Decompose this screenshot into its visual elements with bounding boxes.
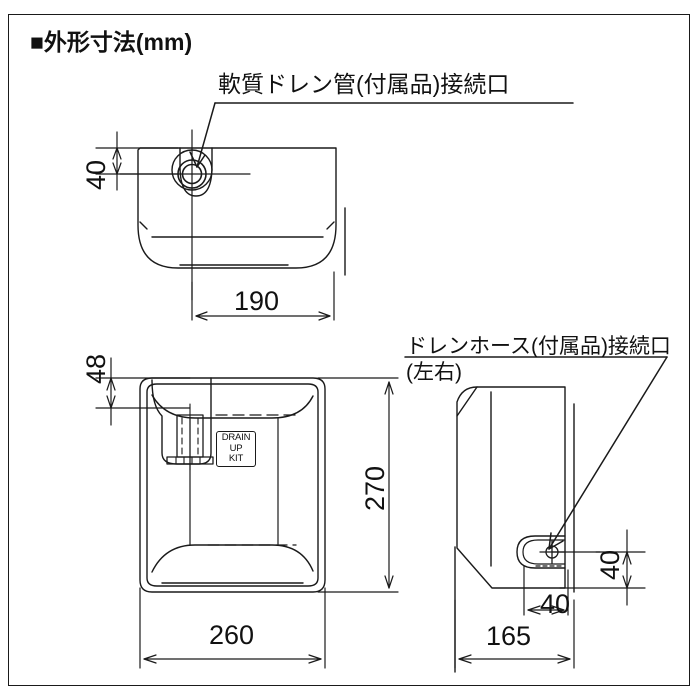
dim-40-side-v-line [559, 529, 646, 606]
dimension-value-40-top: 40 [81, 159, 111, 190]
front-view-drain-pipe [151, 377, 214, 471]
dim-260-line [139, 587, 326, 669]
drain-up-kit-line3: KIT [228, 453, 244, 465]
side-view-callout-label-line2: (左右) [406, 361, 462, 384]
top-callout-leader [189, 102, 574, 168]
dimension-value-260: 260 [209, 620, 255, 650]
top-view-callout-label: 軟質ドレン管(付属品)接続口 [218, 71, 510, 97]
dim-40-top-line [95, 131, 179, 191]
dimension-value-48: 48 [81, 353, 111, 384]
dim-48-line [95, 357, 191, 426]
drain-up-kit-line2: UP [229, 442, 243, 454]
front-view-outline [139, 377, 326, 593]
dimension-value-270: 270 [360, 465, 390, 511]
top-view-outline [137, 147, 346, 276]
side-view-port-boss [516, 535, 566, 569]
side-callout-leader [404, 356, 668, 550]
top-view-centerlines [119, 129, 251, 301]
dimension-value-165: 165 [486, 621, 532, 651]
drain-up-kit-label: DRAIN UP KIT [216, 431, 256, 467]
dimension-value-190: 190 [234, 286, 280, 316]
front-view-reference-lines [189, 417, 279, 546]
page-title: ■外形寸法(mm) [30, 29, 193, 55]
dim-190-line [191, 271, 335, 321]
dim-165-line [454, 599, 575, 669]
dim-270-line [317, 377, 399, 593]
dimension-value-40-side-horizontal: 40 [540, 589, 571, 619]
side-view-callout-label-line1: ドレンホース(付属品)接続口 [406, 335, 671, 358]
drain-up-kit-line1: DRAIN [221, 432, 251, 444]
page-border-frame [8, 14, 690, 686]
dim-40-side-h-line [523, 565, 569, 616]
front-view-hidden-lines [207, 414, 301, 546]
dimension-value-40-side-vertical: 40 [595, 549, 625, 580]
